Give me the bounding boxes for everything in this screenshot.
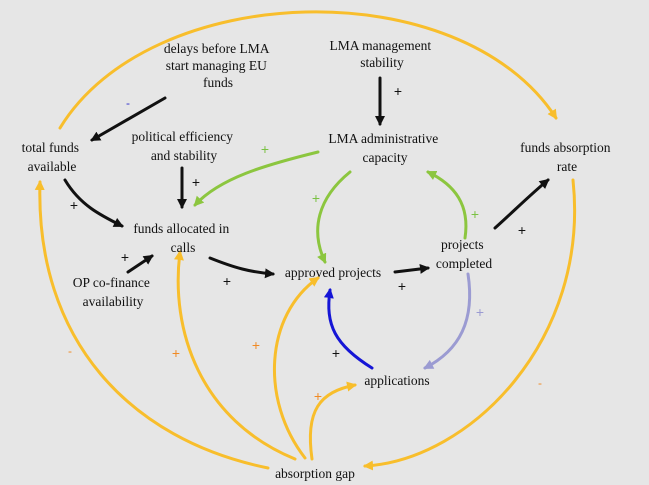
polarity-political-allocated: + <box>192 174 200 190</box>
link-projects-completed-to-applications <box>423 272 472 370</box>
link-absorption-gap-to-approved-projects <box>272 276 320 460</box>
polarity-op-cofinance-allocated: + <box>121 249 129 265</box>
polarity-total-funds-allocated: + <box>70 197 78 213</box>
polarity-completed-absorption-rate: + <box>518 222 526 238</box>
link-projects-completed-to-absorption-rate <box>493 178 550 230</box>
link-approved-projects-to-projects-completed <box>393 263 430 274</box>
link-absorption-gap-to-applications <box>308 381 357 461</box>
node-absorption-gap: absorption gap <box>275 466 355 481</box>
polarity-capacity-approved: + <box>312 190 320 206</box>
link-absorption-gap-to-total-funds <box>34 180 270 470</box>
node-political-efficiency: political efficiency and stability <box>132 129 237 163</box>
node-total-funds-available: total funds available <box>22 140 83 174</box>
polarity-gap-applications: + <box>314 388 322 404</box>
link-applications-to-approved-projects <box>323 288 374 370</box>
polarity-allocated-approved: + <box>223 273 231 289</box>
node-op-cofinance-availability: OP co-finance availability <box>73 275 153 309</box>
node-applications: applications <box>364 373 429 388</box>
polarity-gap-approved: + <box>252 337 260 353</box>
polarity-gap-allocated: + <box>172 345 180 361</box>
node-projects-completed: projects completed <box>436 237 492 271</box>
link-absorption-gap-to-funds-allocated <box>174 250 297 461</box>
link-op-cofinance-to-funds-allocated <box>126 254 154 274</box>
node-lma-administrative-capacity: LMA administrative capacity <box>328 131 441 165</box>
link-delays-to-total-funds <box>90 96 167 142</box>
polarity-completed-applications: + <box>476 304 484 320</box>
link-projects-completed-to-lma-capacity <box>426 170 468 240</box>
node-approved-projects: approved projects <box>285 265 381 280</box>
link-total-funds-to-absorption-rate <box>58 10 558 130</box>
link-total-funds-to-funds-allocated <box>63 178 124 228</box>
polarity-absorption-rate-gap: - <box>538 376 542 390</box>
polarity-capacity-allocated: + <box>261 141 269 157</box>
node-funds-allocated-in-calls: funds allocated in calls <box>133 221 232 255</box>
link-lma-capacity-to-approved-projects <box>316 170 352 264</box>
polarity-gap-total-funds: - <box>68 344 72 358</box>
link-funds-allocated-to-approved-projects <box>208 256 275 279</box>
link-absorption-rate-to-absorption-gap <box>363 178 577 471</box>
polarity-applications-approved: + <box>332 345 340 361</box>
polarity-lma-stability-capacity: + <box>394 83 402 99</box>
polarity-approved-completed: + <box>398 278 406 294</box>
polarity-delays-total-funds: - <box>126 96 130 110</box>
link-lma-capacity-to-funds-allocated <box>193 150 320 207</box>
node-delays: delays before LMA start managing EU fund… <box>164 41 272 90</box>
polarity-completed-capacity: + <box>471 206 479 222</box>
node-lma-management-stability: LMA management stability <box>330 38 435 70</box>
node-funds-absorption-rate: funds absorption rate <box>520 140 614 174</box>
